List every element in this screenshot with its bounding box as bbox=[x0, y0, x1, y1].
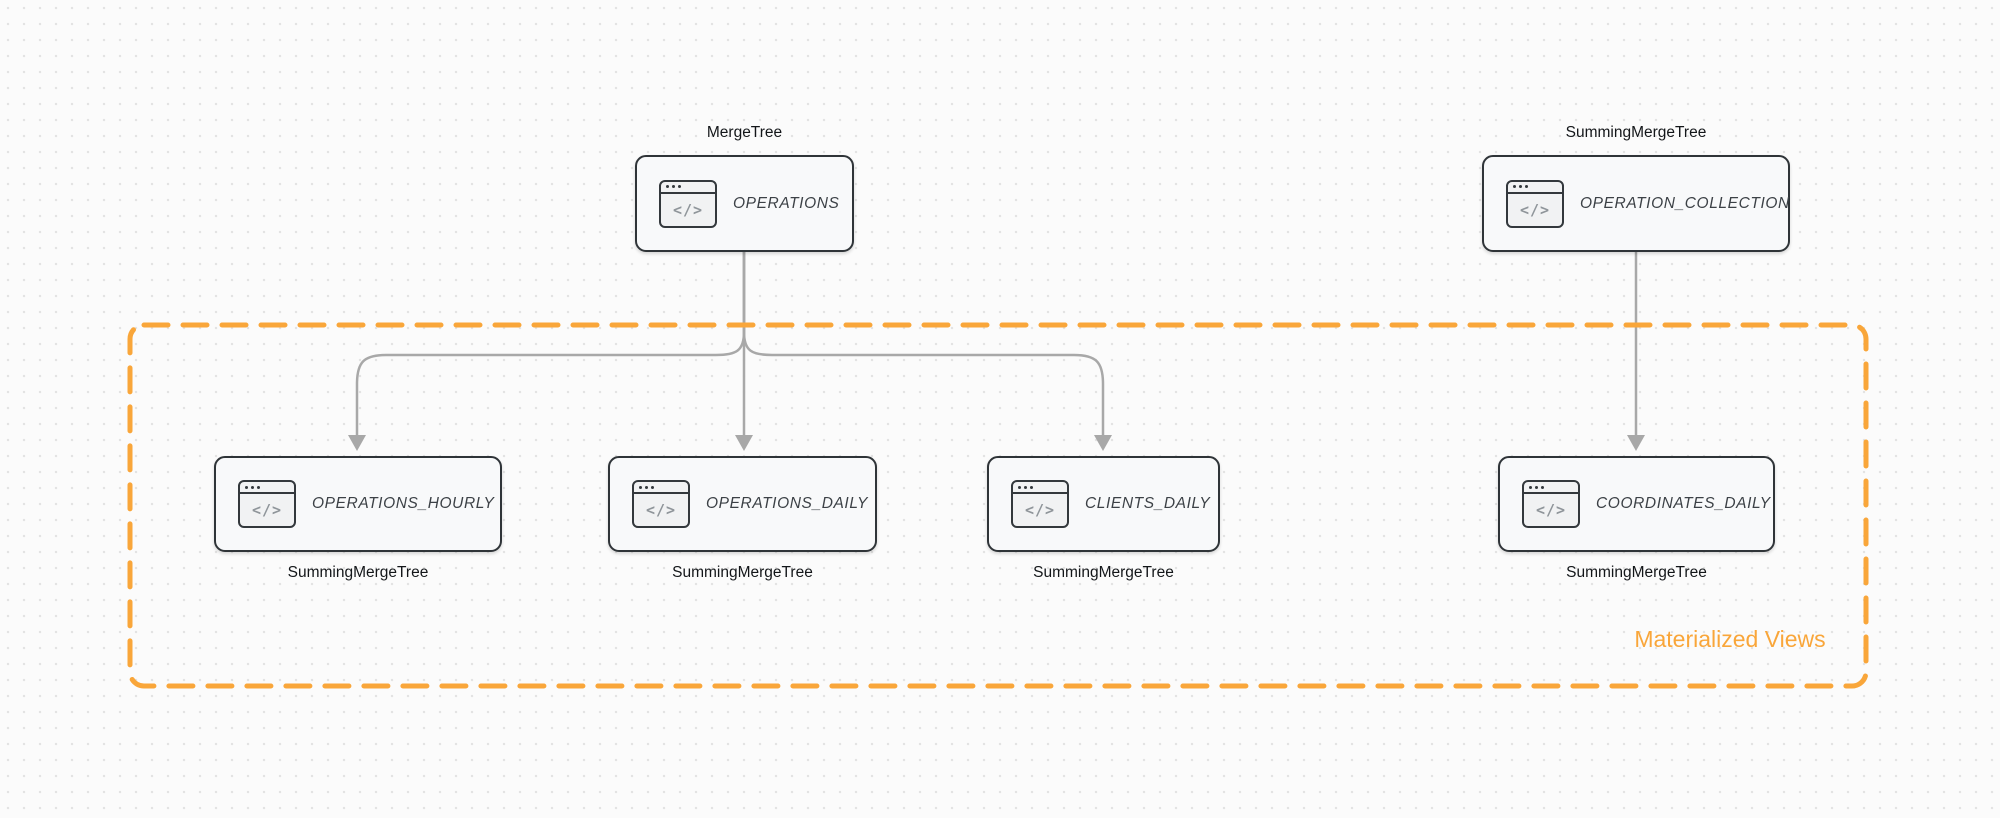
node-operations-daily: </> OPERATIONS_DAILY SummingMergeTree bbox=[608, 456, 877, 581]
engine-label-operations-daily[interactable]: SummingMergeTree bbox=[672, 564, 813, 581]
code-window-icon: </> bbox=[1011, 480, 1069, 528]
materialized-views-group-border[interactable] bbox=[127, 322, 1869, 689]
table-name: OPERATION_COLLECTION bbox=[1580, 194, 1790, 212]
window-dots bbox=[661, 182, 715, 194]
node-operation-collection: SummingMergeTree </> OPERATION_COLLECTIO… bbox=[1482, 124, 1790, 252]
table-name: OPERATIONS_DAILY bbox=[706, 495, 869, 512]
window-dots bbox=[634, 482, 688, 494]
code-glyph: </> bbox=[1535, 501, 1567, 519]
code-glyph: </> bbox=[672, 200, 704, 219]
code-glyph: </> bbox=[645, 501, 677, 519]
table-name: OPERATIONS_HOURLY bbox=[312, 495, 495, 512]
engine-label-coordinates-daily[interactable]: SummingMergeTree bbox=[1566, 564, 1707, 581]
engine-label-operations-hourly[interactable]: SummingMergeTree bbox=[287, 564, 429, 581]
node-operations-hourly: </> OPERATIONS_HOURLY SummingMergeTree bbox=[214, 456, 502, 581]
arrowhead bbox=[1627, 435, 1645, 451]
table-name: COORDINATES_DAILY bbox=[1596, 495, 1771, 512]
arrowhead bbox=[348, 435, 366, 451]
code-glyph: </> bbox=[251, 501, 283, 519]
table-shape-operations-hourly[interactable]: </> OPERATIONS_HOURLY bbox=[214, 456, 502, 552]
code-window-icon: </> bbox=[659, 179, 717, 228]
table-shape-operation-collection[interactable]: </> OPERATION_COLLECTION bbox=[1482, 155, 1790, 252]
table-name: CLIENTS_DAILY bbox=[1085, 495, 1211, 512]
code-glyph: </> bbox=[1024, 501, 1056, 519]
table-shape-operations[interactable]: </> OPERATIONS bbox=[635, 155, 854, 252]
code-window-icon: </> bbox=[632, 480, 690, 528]
table-shape-operations-daily[interactable]: </> OPERATIONS_DAILY bbox=[608, 456, 877, 552]
arrowhead bbox=[1094, 435, 1112, 451]
table-shape-coordinates-daily[interactable]: </> COORDINATES_DAILY bbox=[1498, 456, 1775, 552]
window-dots bbox=[240, 482, 294, 494]
window-dots bbox=[1524, 482, 1578, 494]
window-dots bbox=[1508, 182, 1562, 194]
engine-label-clients-daily[interactable]: SummingMergeTree bbox=[1033, 564, 1174, 581]
engine-label-operations[interactable]: MergeTree bbox=[706, 124, 783, 141]
engine-label-operation-collection[interactable]: SummingMergeTree bbox=[1565, 124, 1707, 141]
code-window-icon: </> bbox=[238, 480, 296, 528]
edge-operations-to-clients-daily[interactable] bbox=[742, 250, 1105, 438]
window-dots bbox=[1013, 482, 1067, 494]
node-clients-daily: </> CLIENTS_DAILY SummingMergeTree bbox=[987, 456, 1220, 581]
table-name: OPERATIONS bbox=[733, 194, 840, 212]
code-window-icon: </> bbox=[1506, 179, 1564, 228]
materialized-views-group-label[interactable]: Materialized Views bbox=[1634, 626, 1826, 652]
arrowhead bbox=[735, 435, 753, 451]
node-coordinates-daily: </> COORDINATES_DAILY SummingMergeTree bbox=[1498, 456, 1775, 581]
edge-operations-to-operations-hourly[interactable] bbox=[355, 250, 746, 438]
table-shape-clients-daily[interactable]: </> CLIENTS_DAILY bbox=[987, 456, 1220, 552]
code-glyph: </> bbox=[1519, 200, 1551, 219]
code-window-icon: </> bbox=[1522, 480, 1580, 528]
node-operations: MergeTree </> OPERATIONS bbox=[635, 124, 854, 252]
